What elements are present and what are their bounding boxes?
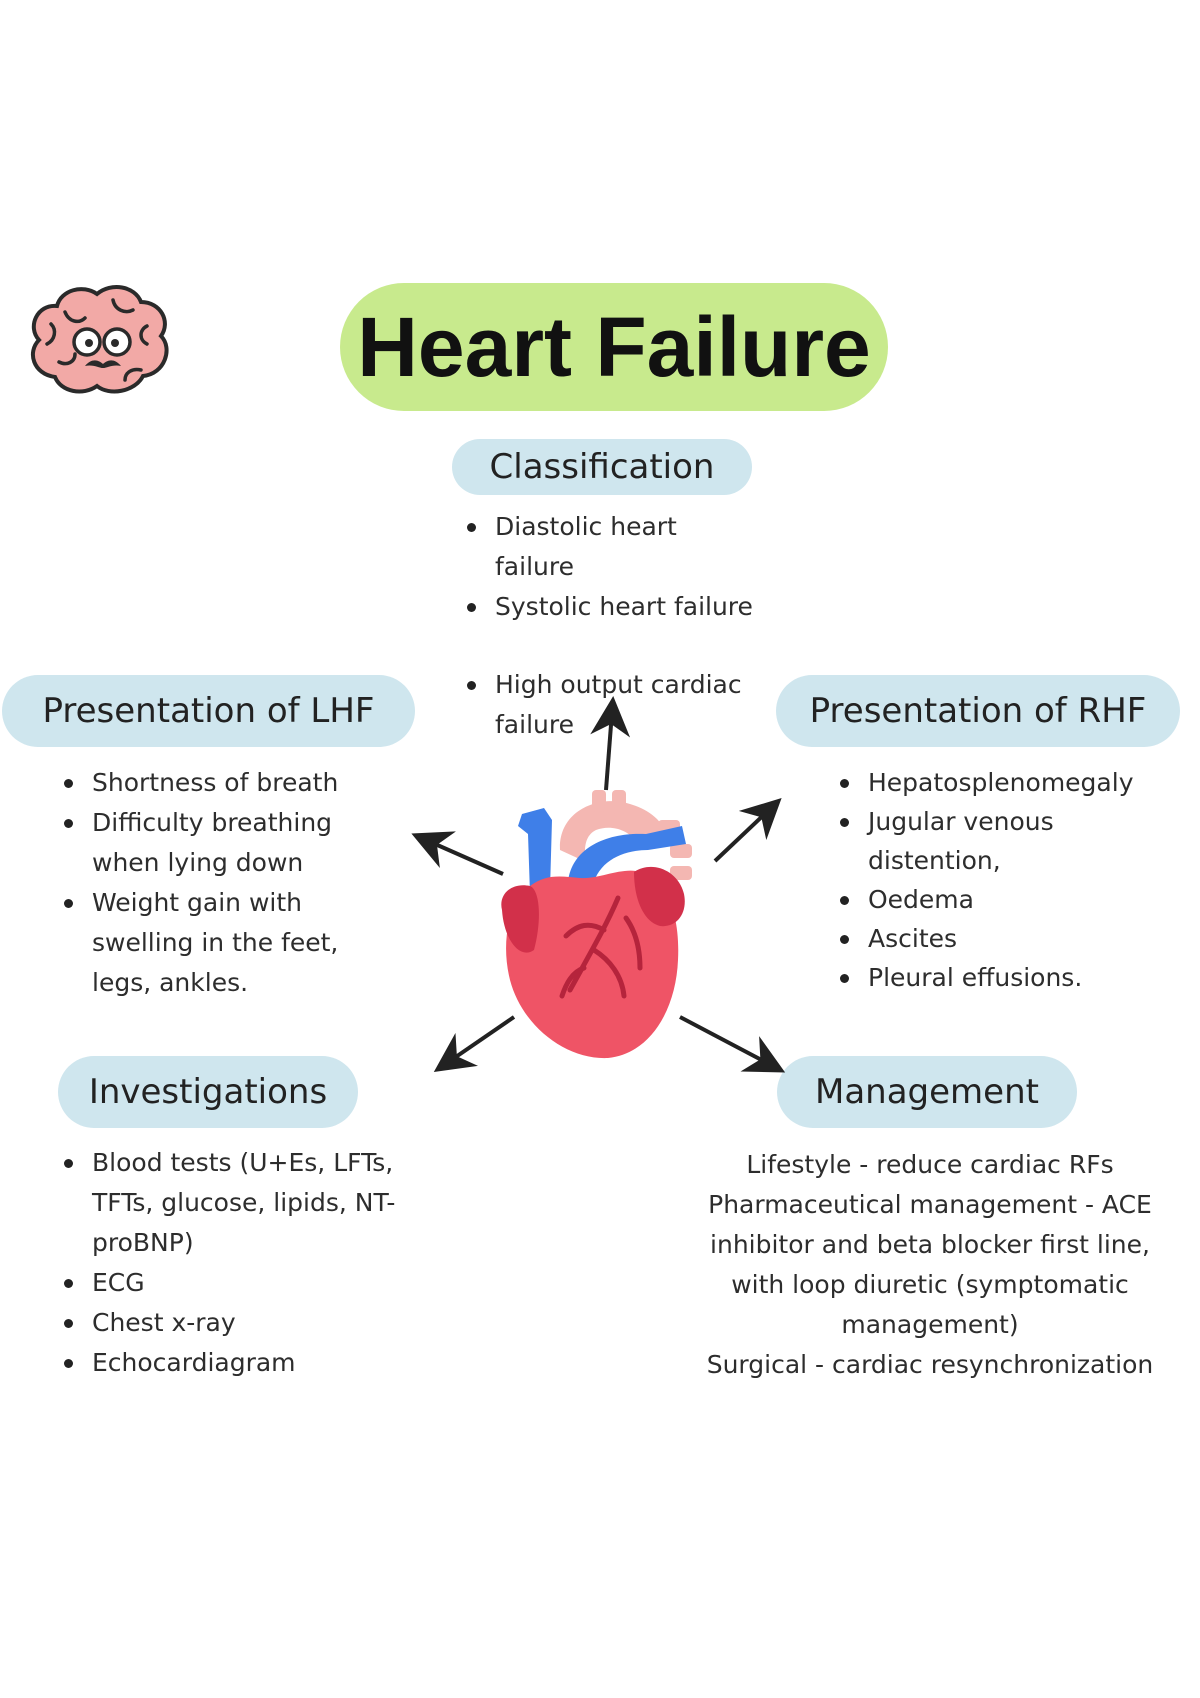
list-item: Pleural effusions. [838, 958, 1158, 997]
list-item: Ascites [838, 919, 1158, 958]
investigations-heading: Investigations [88, 1072, 328, 1112]
management-line: Lifestyle - reduce cardiac RFs [746, 1150, 1114, 1179]
management-line: Surgical - cardiac resynchronization [706, 1350, 1154, 1379]
list-item: ECG [62, 1263, 402, 1303]
list-item: Chest x-ray [62, 1303, 402, 1343]
rhf-heading-pill: Presentation of RHF [776, 675, 1180, 747]
management-line: Pharmaceutical management - ACE inhibito… [708, 1190, 1152, 1339]
list-item: Systolic heart failure [465, 587, 785, 627]
investigations-list: Blood tests (U+Es, LFTs, TFTs, glucose, … [62, 1143, 402, 1383]
arrow-to-rhf [713, 798, 782, 863]
arrow-to-lhf [411, 831, 504, 876]
list-item: Blood tests (U+Es, LFTs, TFTs, glucose, … [62, 1143, 397, 1263]
brain-mascot-icon [30, 285, 169, 394]
classification-heading: Classification [489, 447, 715, 487]
lhf-heading: Presentation of LHF [42, 691, 375, 731]
rhf-heading: Presentation of RHF [809, 691, 1147, 731]
list-item: Jugular venous distention, [838, 802, 1088, 880]
lhf-list: Shortness of breath Difficulty breathing… [62, 763, 382, 1003]
classification-heading-pill: Classification [452, 439, 752, 495]
lhf-heading-pill: Presentation of LHF [2, 675, 415, 747]
rhf-list: Hepatosplenomegaly Jugular venous disten… [838, 763, 1158, 997]
classification-list: Diastolic heart failure Systolic heart f… [465, 507, 785, 745]
anatomical-heart-icon [501, 790, 692, 1059]
list-item: Oedema [838, 880, 1158, 919]
investigations-heading-pill: Investigations [58, 1056, 358, 1128]
management-heading-pill: Management [777, 1056, 1077, 1128]
list-item: Diastolic heart failure [465, 507, 710, 587]
list-item: Weight gain with swelling in the feet, l… [62, 883, 352, 1003]
list-item: Echocardiagram [62, 1343, 402, 1383]
management-text: Lifestyle - reduce cardiac RFs Pharmaceu… [680, 1145, 1180, 1385]
list-item: High output cardiac failure [465, 665, 765, 745]
title-pill: Heart Failure [340, 283, 888, 411]
list-item: Shortness of breath [62, 763, 382, 803]
list-item: Difficulty breathing when lying down [62, 803, 347, 883]
list-item: Hepatosplenomegaly [838, 763, 1158, 802]
management-heading: Management [815, 1072, 1039, 1112]
page-title: Heart Failure [357, 299, 871, 394]
